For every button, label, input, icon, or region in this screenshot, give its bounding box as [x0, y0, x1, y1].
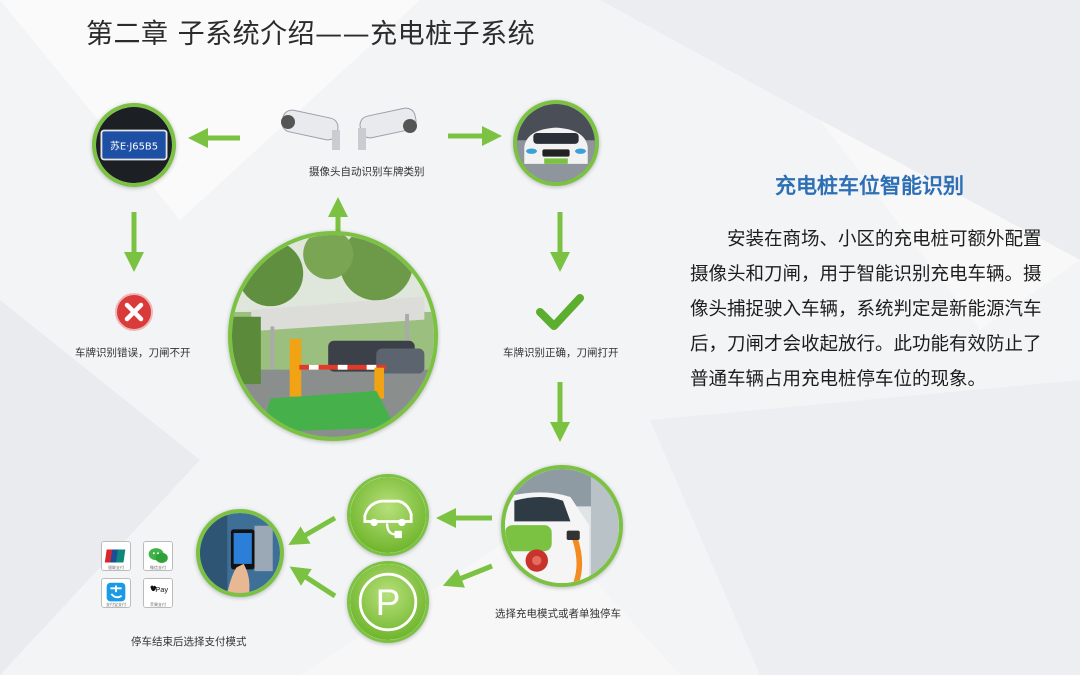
page-title: 第二章 子系统介绍——充电桩子系统	[86, 19, 536, 50]
arrow-parking-to-pay	[289, 566, 337, 599]
phone-payment-circle	[196, 509, 284, 597]
parking-letter: P	[376, 581, 401, 623]
arrow-ev-to-pay	[288, 515, 337, 546]
side-body-text: 安装在商场、小区的充电桩可额外配置摄像头和刀闸，用于智能识别充电车辆。摄像头捕捉…	[690, 229, 1042, 390]
right-caption: 车牌识别正确，刀闸打开	[503, 347, 619, 359]
plate-text: 苏E·J65B5	[110, 140, 158, 153]
license-plate-circle: 苏E·J65B5	[92, 103, 176, 187]
charging-car-circle	[501, 465, 623, 587]
apple-pay-label: 苹果支付	[150, 602, 166, 607]
camera-caption: 摄像头自动识别车牌类别	[309, 166, 425, 178]
wechat-pay-icon	[143, 541, 173, 571]
unionpay-label: 银联支付	[108, 565, 124, 570]
side-heading: 充电桩车位智能识别	[775, 174, 964, 198]
parking-circle: P	[347, 561, 429, 643]
wrong-caption: 车牌识别错误，刀闸不开	[75, 347, 191, 359]
pay-caption: 停车结束后选择支付模式	[131, 636, 247, 648]
choose-caption: 选择充电模式或者单独停车	[495, 608, 621, 620]
car-front-circle	[513, 100, 599, 186]
unionpay-icon	[101, 541, 131, 571]
apple-pay-text: Pay	[155, 585, 168, 594]
alipay-label: 支付宝支付	[106, 602, 126, 607]
camera-icon	[281, 107, 417, 150]
error-icon	[115, 293, 153, 331]
apple-pay-icon: Pay	[143, 578, 173, 608]
arrow-charge-to-parking	[442, 563, 493, 588]
parking-scene-circle	[228, 231, 438, 441]
check-icon	[536, 294, 584, 330]
alipay-icon	[101, 578, 131, 608]
wechat-pay-label: 微信支付	[150, 565, 166, 570]
ev-charging-circle	[347, 474, 429, 556]
